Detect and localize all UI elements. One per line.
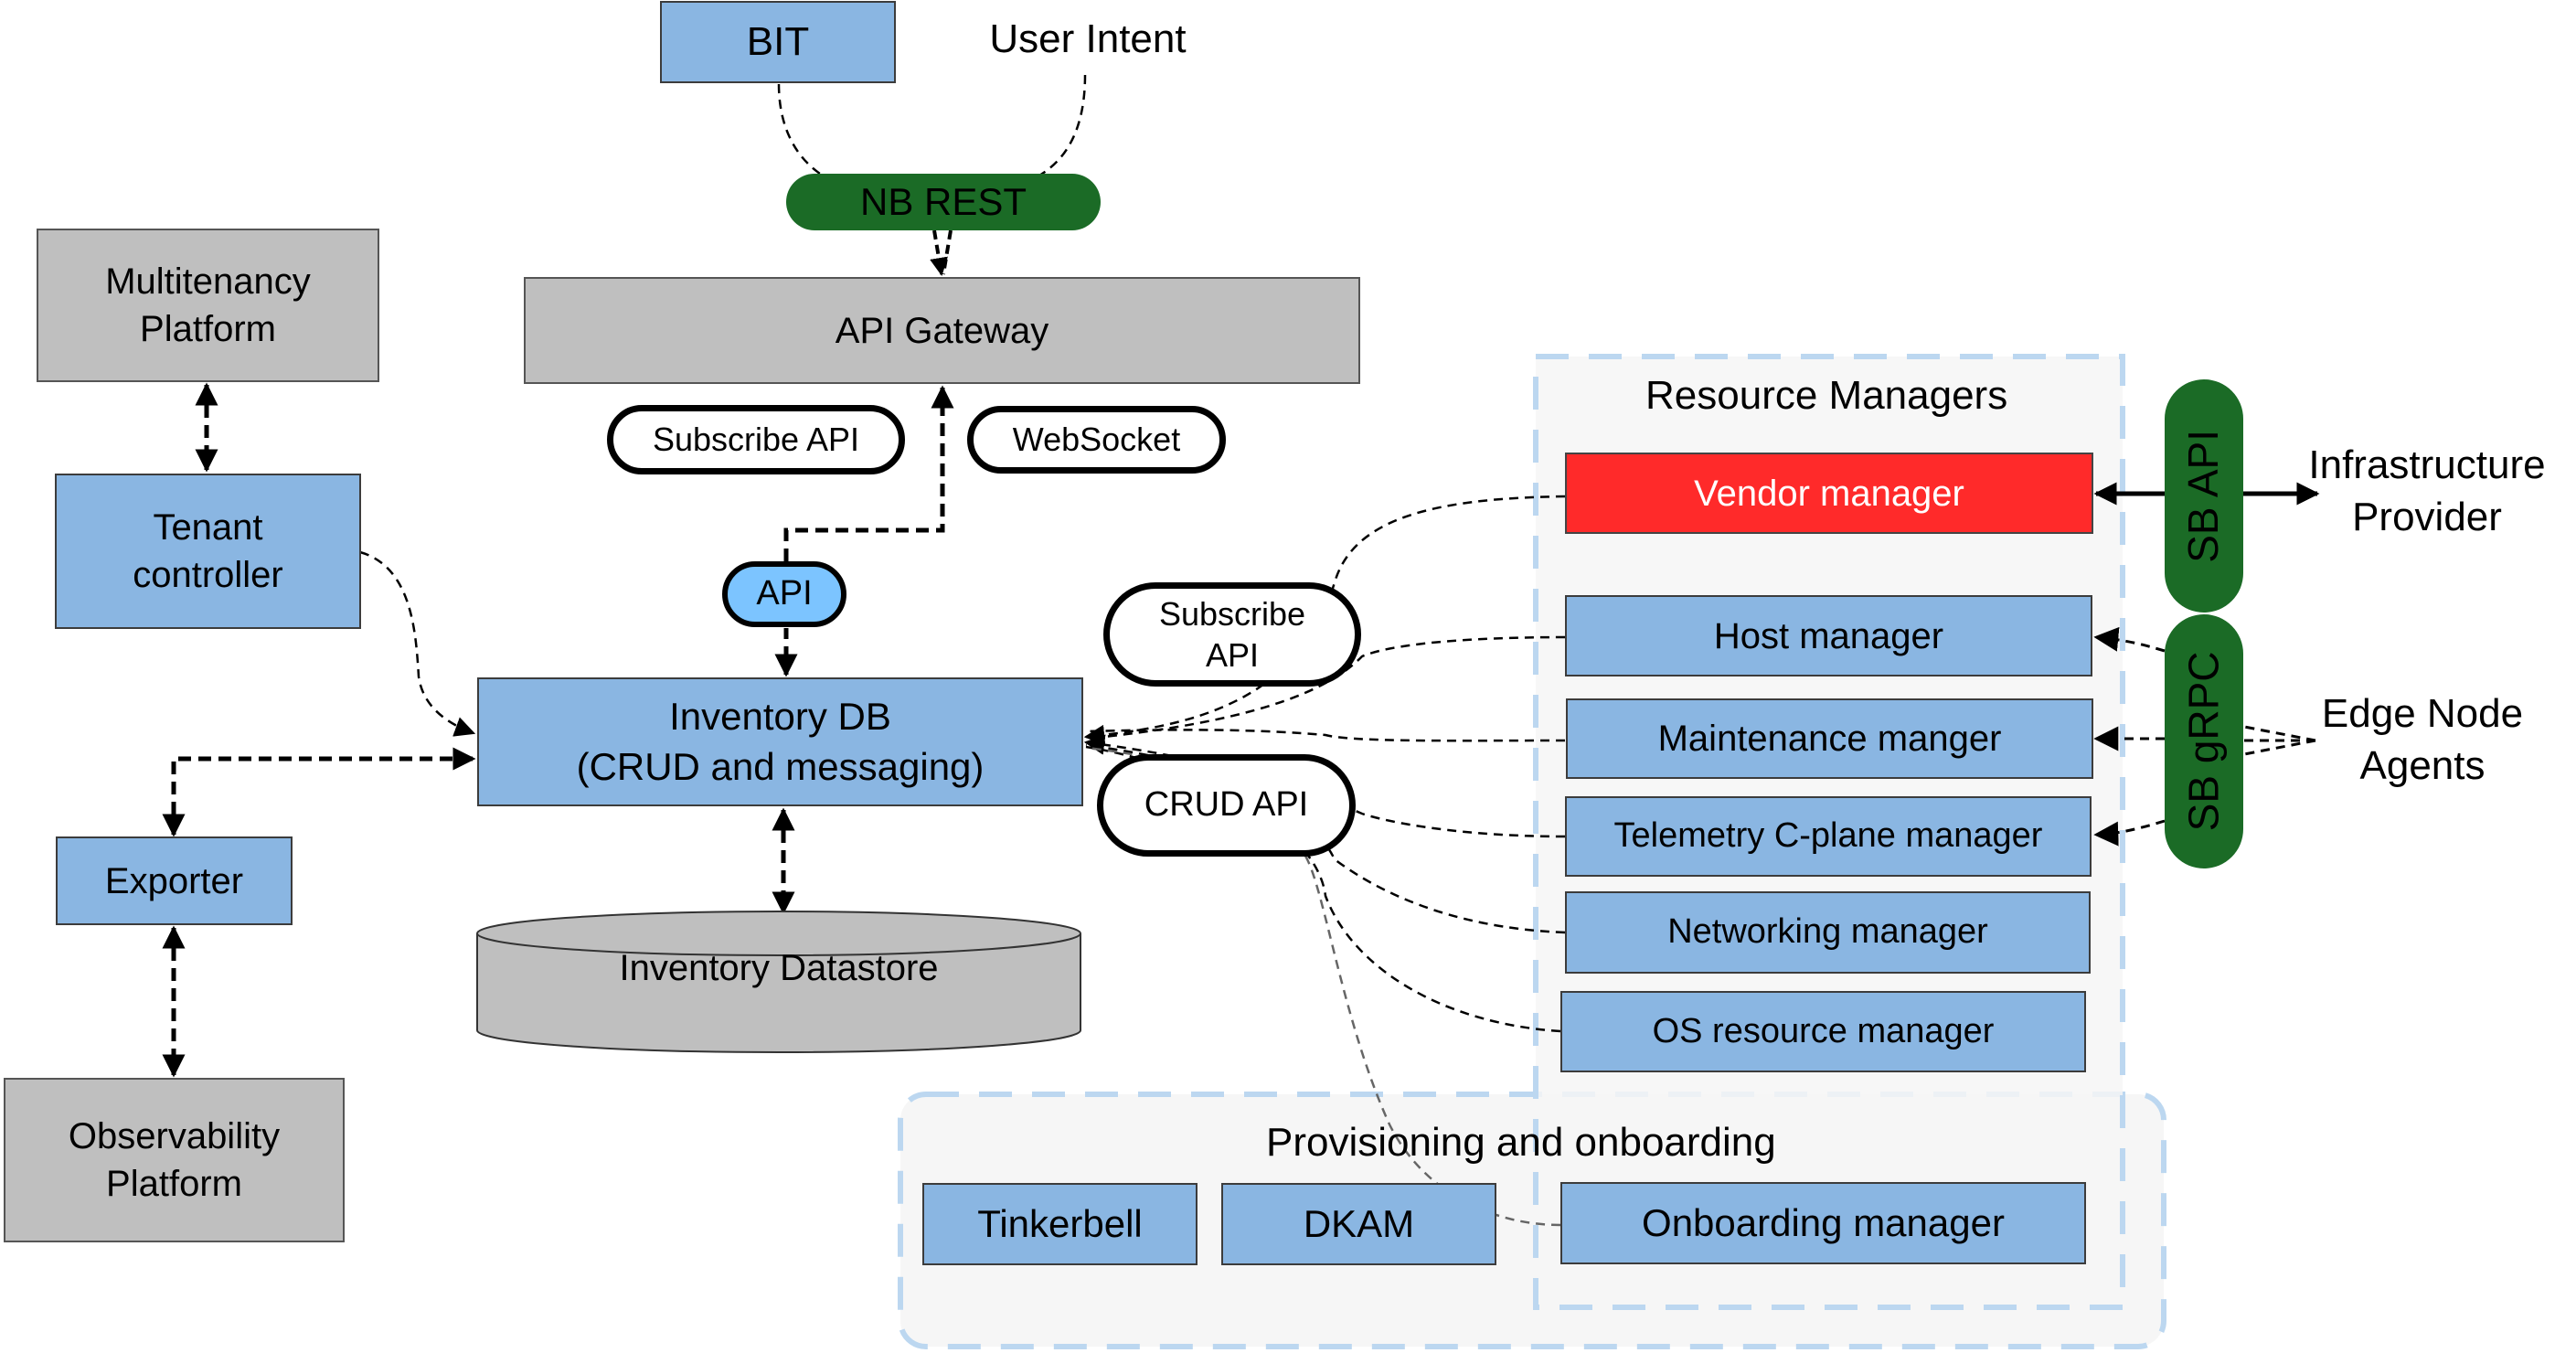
host-manager-label: Host manager (1713, 615, 1944, 656)
dkam-box: DKAM (1221, 1183, 1496, 1265)
edge-node-agents-label: Edge Node Agents (2317, 687, 2528, 792)
websocket-label: WebSocket (1012, 420, 1181, 458)
onboarding-manager-box: Onboarding manager (1560, 1182, 2086, 1264)
vendor-manager-label: Vendor manager (1694, 473, 1964, 514)
onboarding-manager-label: Onboarding manager (1642, 1200, 2005, 1244)
inventory-db-box: Inventory DB (CRUD and messaging) (477, 677, 1083, 806)
provisioning-title: Provisioning and onboarding (1266, 1120, 1776, 1165)
user-intent-label: User Intent (989, 16, 1187, 61)
tinkerbell-label: Tinkerbell (977, 1201, 1143, 1245)
os-resource-manager-label: OS resource manager (1652, 1011, 1995, 1050)
subscribe-api-label-2: API (1205, 636, 1260, 674)
sb-api-label: SB API (2179, 429, 2228, 563)
telemetry-manager-box: Telemetry C-plane manager (1565, 796, 2092, 877)
edge-node-agents-line-2: Agents (2359, 743, 2486, 789)
inventory-datastore-label: Inventory Datastore (619, 948, 939, 988)
infrastructure-provider-label: Infrastructure Provider (2304, 439, 2550, 543)
exporter-label: Exporter (104, 860, 244, 901)
crud-api-label: CRUD API (1144, 785, 1309, 825)
multitenancy-label-2: Platform (140, 309, 276, 349)
sb-grpc-label: SB gRPC (2179, 651, 2228, 832)
networking-manager-box: Networking manager (1565, 891, 2091, 974)
maintenance-manager-label: Maintenance manger (1657, 719, 2002, 759)
subscribe-api-pill: Subscribe API (1103, 582, 1361, 687)
sb-grpc-pill: SB gRPC (2165, 614, 2243, 868)
bit-label: BIT (746, 19, 810, 65)
edge-node-agents-line-1: Edge Node (2321, 691, 2524, 736)
subscribe-api-label-1: Subscribe (1158, 595, 1306, 633)
maintenance-manager-box: Maintenance manger (1566, 698, 2093, 779)
api-gateway-box: API Gateway (524, 277, 1360, 384)
infrastructure-provider-line-2: Provider (2352, 495, 2502, 540)
tinkerbell-box: Tinkerbell (922, 1183, 1198, 1265)
vendor-manager-box: Vendor manager (1565, 453, 2093, 534)
inventory-db-label-1: Inventory DB (669, 694, 891, 738)
crud-api-pill: CRUD API (1097, 754, 1356, 857)
api-pill: API (722, 561, 846, 627)
bit-box: BIT (660, 1, 896, 83)
subscribe-api-top-label: Subscribe API (652, 420, 860, 458)
inventory-datastore-cylinder (476, 911, 1081, 1053)
tenant-label-2: controller (133, 555, 283, 595)
inventory-db-label-2: (CRUD and messaging) (576, 744, 985, 788)
infrastructure-provider-line-1: Infrastructure (2308, 442, 2546, 487)
tenant-label-1: Tenant (153, 507, 263, 548)
multitenancy-platform-box: Multitenancy Platform (37, 229, 379, 382)
multitenancy-label-1: Multitenancy (105, 261, 311, 302)
exporter-box: Exporter (56, 836, 293, 925)
host-manager-box: Host manager (1565, 595, 2092, 676)
nb-rest-label: NB REST (859, 179, 1027, 223)
observability-label-1: Observability (68, 1116, 281, 1156)
websocket-pill: WebSocket (967, 406, 1226, 474)
observability-platform-box: Observability Platform (4, 1078, 345, 1242)
tenant-controller-box: Tenant controller (55, 474, 361, 629)
api-gateway-label: API Gateway (835, 310, 1049, 351)
os-resource-manager-box: OS resource manager (1560, 991, 2086, 1072)
telemetry-manager-label: Telemetry C-plane manager (1613, 816, 2043, 856)
observability-label-2: Platform (106, 1164, 242, 1204)
nb-rest-pill: NB REST (786, 174, 1101, 230)
networking-manager-label: Networking manager (1667, 912, 1988, 952)
dkam-label: DKAM (1303, 1201, 1415, 1245)
sb-api-pill: SB API (2165, 379, 2243, 613)
api-label: API (756, 574, 813, 613)
resource-managers-title: Resource Managers (1645, 373, 2008, 418)
subscribe-api-top-pill: Subscribe API (607, 405, 905, 474)
